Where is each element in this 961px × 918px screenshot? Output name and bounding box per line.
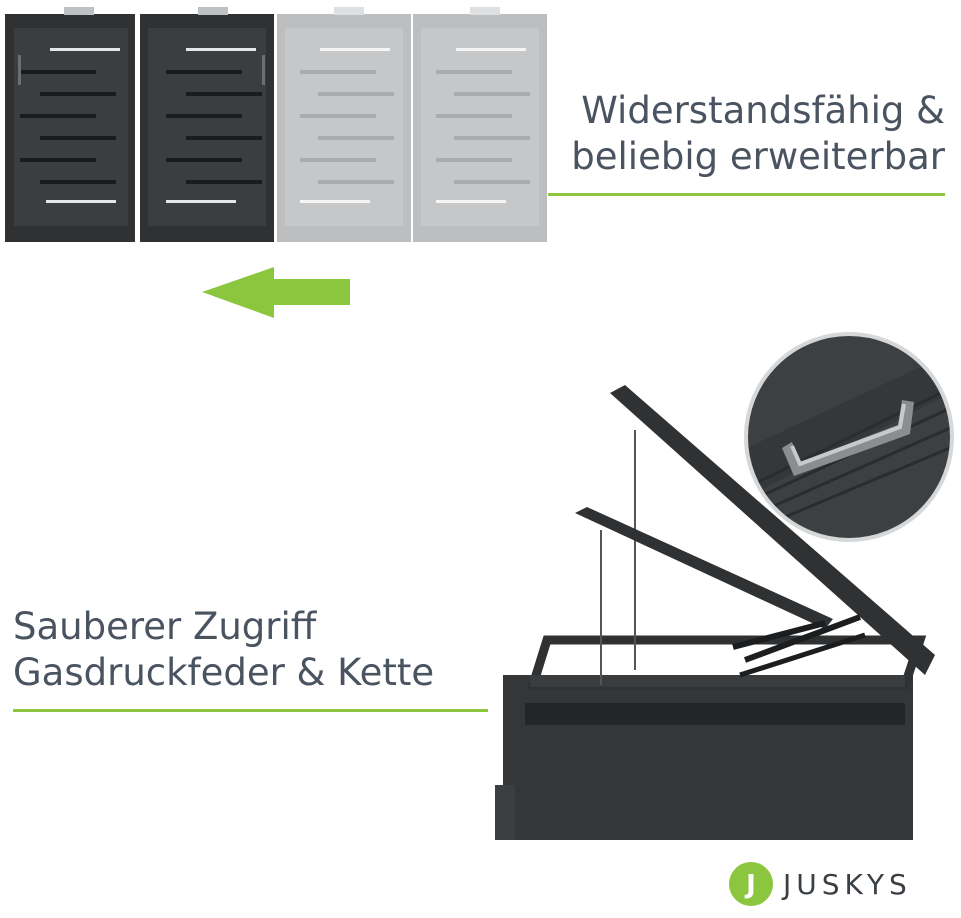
caption-top-underline [548, 193, 945, 196]
handle-detail-image [744, 332, 954, 542]
arrow-left-icon [202, 267, 350, 318]
caption-top: Widerstandsfähig & beliebig erweiterbar [520, 88, 945, 180]
juskys-logo-icon: J [729, 862, 773, 906]
logo-badge-letter: J [744, 870, 756, 900]
caption-top-line1: Widerstandsfähig & [581, 89, 945, 132]
ghost-module-right [413, 7, 547, 242]
brand-logo: J JUSKYS [727, 858, 949, 910]
dark-module-left [5, 7, 135, 242]
caption-bottom: Sauberer Zugriff Gasdruckfeder & Kette [13, 604, 483, 696]
caption-bottom-underline [13, 709, 488, 712]
bin-enclosure-image [5, 7, 547, 242]
ghost-module-left [277, 7, 411, 242]
open-box-image [495, 385, 935, 840]
caption-top-line2: beliebig erweiterbar [571, 135, 945, 178]
caption-bottom-line2: Gasdruckfeder & Kette [13, 651, 435, 694]
caption-bottom-line1: Sauberer Zugriff [13, 605, 317, 648]
brand-name: JUSKYS [783, 868, 912, 901]
dark-module-right [140, 7, 274, 242]
